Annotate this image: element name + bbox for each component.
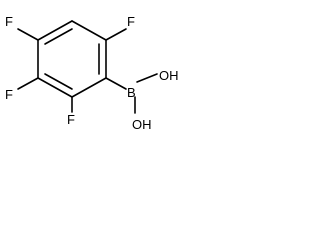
atom-labels: F F F F B OH OH	[5, 14, 179, 132]
atom-label-f-top-left: F	[5, 14, 13, 29]
atom-label-f-top-right: F	[127, 14, 135, 29]
ring-double-bond-inner-1	[44, 28, 73, 45]
ring-bond-5	[37, 77, 73, 98]
bond-f-top-left	[17, 28, 39, 41]
bond-c-b	[105, 77, 127, 90]
ring-double-bond-inner-3	[44, 73, 73, 90]
substituent-bonds	[17, 28, 158, 114]
ring-bonds	[37, 20, 107, 98]
bond-f-top-right	[105, 28, 127, 41]
atom-label-boron: B	[127, 85, 136, 100]
ring-bond-1	[37, 20, 73, 41]
ring-bond-4	[71, 77, 107, 98]
atom-label-f-bottom-middle: F	[67, 112, 75, 127]
bond-f-middle-left	[17, 77, 39, 90]
bond-b-oh-upper	[136, 73, 158, 83]
ring-bond-2	[71, 20, 107, 41]
chemical-structure: F F F F B OH OH	[5, 14, 179, 132]
atom-label-f-middle-left: F	[5, 87, 13, 102]
atom-label-oh-upper: OH	[159, 68, 179, 83]
atom-label-oh-lower: OH	[132, 117, 152, 132]
